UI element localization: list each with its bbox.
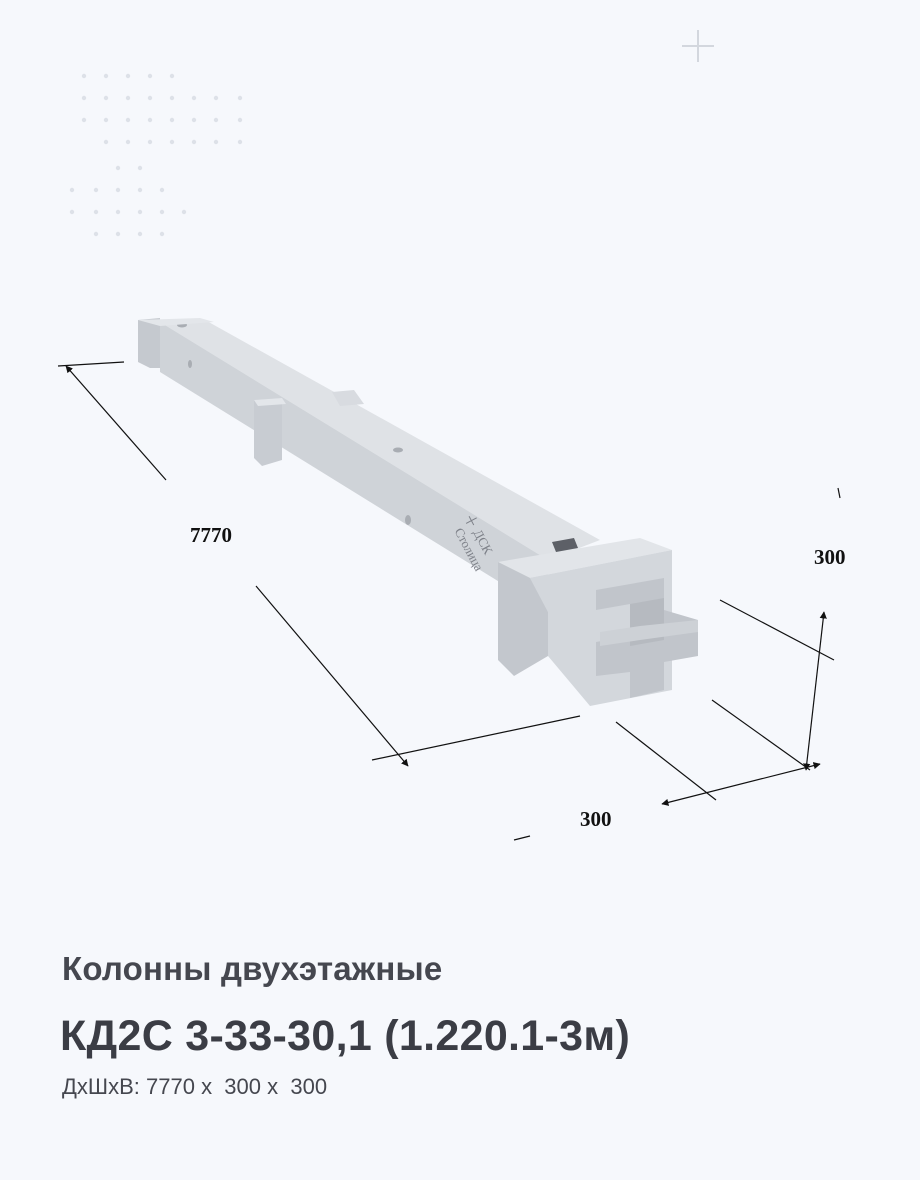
grid-dot xyxy=(93,209,99,215)
grid-dot xyxy=(125,73,131,79)
grid-dot xyxy=(191,95,197,101)
length-dimension: 7770 xyxy=(57,361,581,767)
grid-dot xyxy=(213,95,219,101)
dims-width: 300 xyxy=(224,1074,262,1099)
grid-dot xyxy=(125,117,131,123)
grid-dot xyxy=(103,139,109,145)
grid-dot xyxy=(159,209,165,215)
grid-dot xyxy=(81,73,87,79)
height-label: 300 xyxy=(814,545,846,569)
grid-dot xyxy=(147,73,153,79)
grid-dot xyxy=(169,117,175,123)
grid-dot xyxy=(137,165,143,171)
grid-dot xyxy=(93,231,99,237)
height-dimension: 300 xyxy=(719,487,846,771)
grid-dot xyxy=(169,95,175,101)
dot-grid-decoration xyxy=(69,73,243,237)
grid-dot xyxy=(137,209,143,215)
grid-dot xyxy=(93,187,99,193)
column-body: ДСК Столица xyxy=(138,318,698,706)
dims-height: 300 xyxy=(290,1074,328,1099)
grid-dot xyxy=(237,117,243,123)
width-label: 300 xyxy=(580,807,612,831)
grid-dot xyxy=(137,187,143,193)
grid-dot xyxy=(213,139,219,145)
grid-dot xyxy=(147,139,153,145)
grid-dot xyxy=(181,209,187,215)
grid-dot xyxy=(125,139,131,145)
grid-dot xyxy=(115,165,121,171)
grid-dot xyxy=(115,209,121,215)
grid-dot xyxy=(191,117,197,123)
grid-dot xyxy=(237,139,243,145)
grid-dot xyxy=(103,95,109,101)
product-category: Колонны двухэтажные xyxy=(62,950,443,987)
grid-dot xyxy=(237,95,243,101)
grid-dot xyxy=(81,95,87,101)
grid-dot xyxy=(147,95,153,101)
dims-separator: x xyxy=(201,1074,213,1099)
column-drawing: ДСК Столица 7770 300 300 xyxy=(57,318,846,841)
grid-dot xyxy=(159,187,165,193)
grid-dot xyxy=(137,231,143,237)
grid-dot xyxy=(103,117,109,123)
length-label: 7770 xyxy=(190,523,232,547)
grid-dot xyxy=(69,209,75,215)
grid-dot xyxy=(115,187,121,193)
grid-dot xyxy=(147,117,153,123)
grid-dot xyxy=(125,95,131,101)
grid-dot xyxy=(169,139,175,145)
dims-length: 7770 xyxy=(145,1074,195,1099)
grid-dot xyxy=(159,231,165,237)
grid-dot xyxy=(191,139,197,145)
grid-dot xyxy=(115,231,121,237)
dims-separator: x xyxy=(267,1074,279,1099)
grid-dot xyxy=(213,117,219,123)
plus-icon xyxy=(682,30,714,62)
grid-dot xyxy=(169,73,175,79)
grid-dot xyxy=(103,73,109,79)
dims-prefix: ДхШхВ: xyxy=(62,1074,140,1099)
product-dimensions: ДхШхВ: 7770 x 300 x 300 xyxy=(62,1074,327,1100)
grid-dot xyxy=(81,117,87,123)
width-dimension: 300 xyxy=(513,699,821,841)
grid-dot xyxy=(69,187,75,193)
product-title: КД2С 3-33-30,1 (1.220.1-3м) xyxy=(60,1012,631,1060)
dsk-logo-icon xyxy=(465,516,477,526)
